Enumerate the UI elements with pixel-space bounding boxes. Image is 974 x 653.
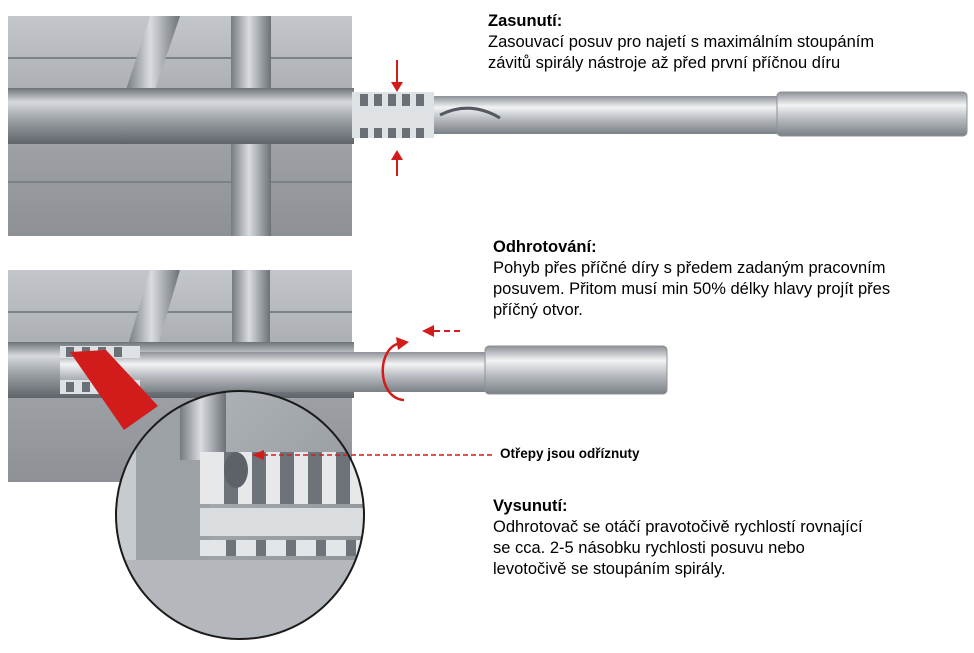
- step-deburring-line: Pohyb přes příčné díry s předem zadaným …: [493, 259, 886, 277]
- rotation-arrow: [381, 341, 405, 402]
- cross-hole-diagonal-top: [126, 16, 180, 90]
- burr-chip: [224, 452, 248, 488]
- callout-arrow: [252, 450, 492, 460]
- step-deburring-line: příčný otvor.: [493, 301, 583, 319]
- tool-head-top: [352, 92, 501, 138]
- burr-callout-label: Otřepy jsou odříznuty: [500, 446, 640, 461]
- step-insertion-line: Zasouvací posuv pro najetí s maximálním …: [488, 33, 875, 51]
- insertion-illustration: [8, 16, 968, 236]
- step-deburring: Odhrotování: Pohyb přes příčné díry s př…: [493, 237, 963, 321]
- step-insertion-line: závitů spirály nástroje až před první př…: [488, 54, 841, 72]
- step-deburring-title: Odhrotování:: [493, 238, 597, 256]
- rotation-arrowhead: [396, 337, 409, 350]
- step-retraction: Vysunutí: Odhrotovač se otáčí pravotočiv…: [493, 496, 963, 580]
- step-deburring-line: posuvem. Přitom musí min 50% délky hlavy…: [493, 280, 891, 298]
- step-retraction-line: Odhrotovač se otáčí pravotočivě rychlost…: [493, 518, 863, 536]
- zoom-wedge: [70, 350, 158, 430]
- tool-shank-top: [776, 91, 968, 137]
- tool-shank-middle: [484, 345, 668, 395]
- feed-direction-arrow: [422, 325, 460, 337]
- step-retraction-line: se cca. 2-5 násobku rychlosti posuvu neb…: [493, 539, 805, 557]
- step-retraction-line: levotočivě se stoupáním spirály.: [493, 560, 726, 578]
- step-insertion-title: Zasunutí:: [488, 12, 563, 30]
- step-retraction-title: Vysunutí:: [493, 497, 568, 515]
- insertion-arrows: [391, 60, 403, 176]
- main-bore-top: [8, 88, 354, 144]
- step-insertion: Zasunutí: Zasouvací posuv pro najetí s m…: [488, 11, 958, 74]
- cross-hole-diagonal-middle: [128, 270, 180, 345]
